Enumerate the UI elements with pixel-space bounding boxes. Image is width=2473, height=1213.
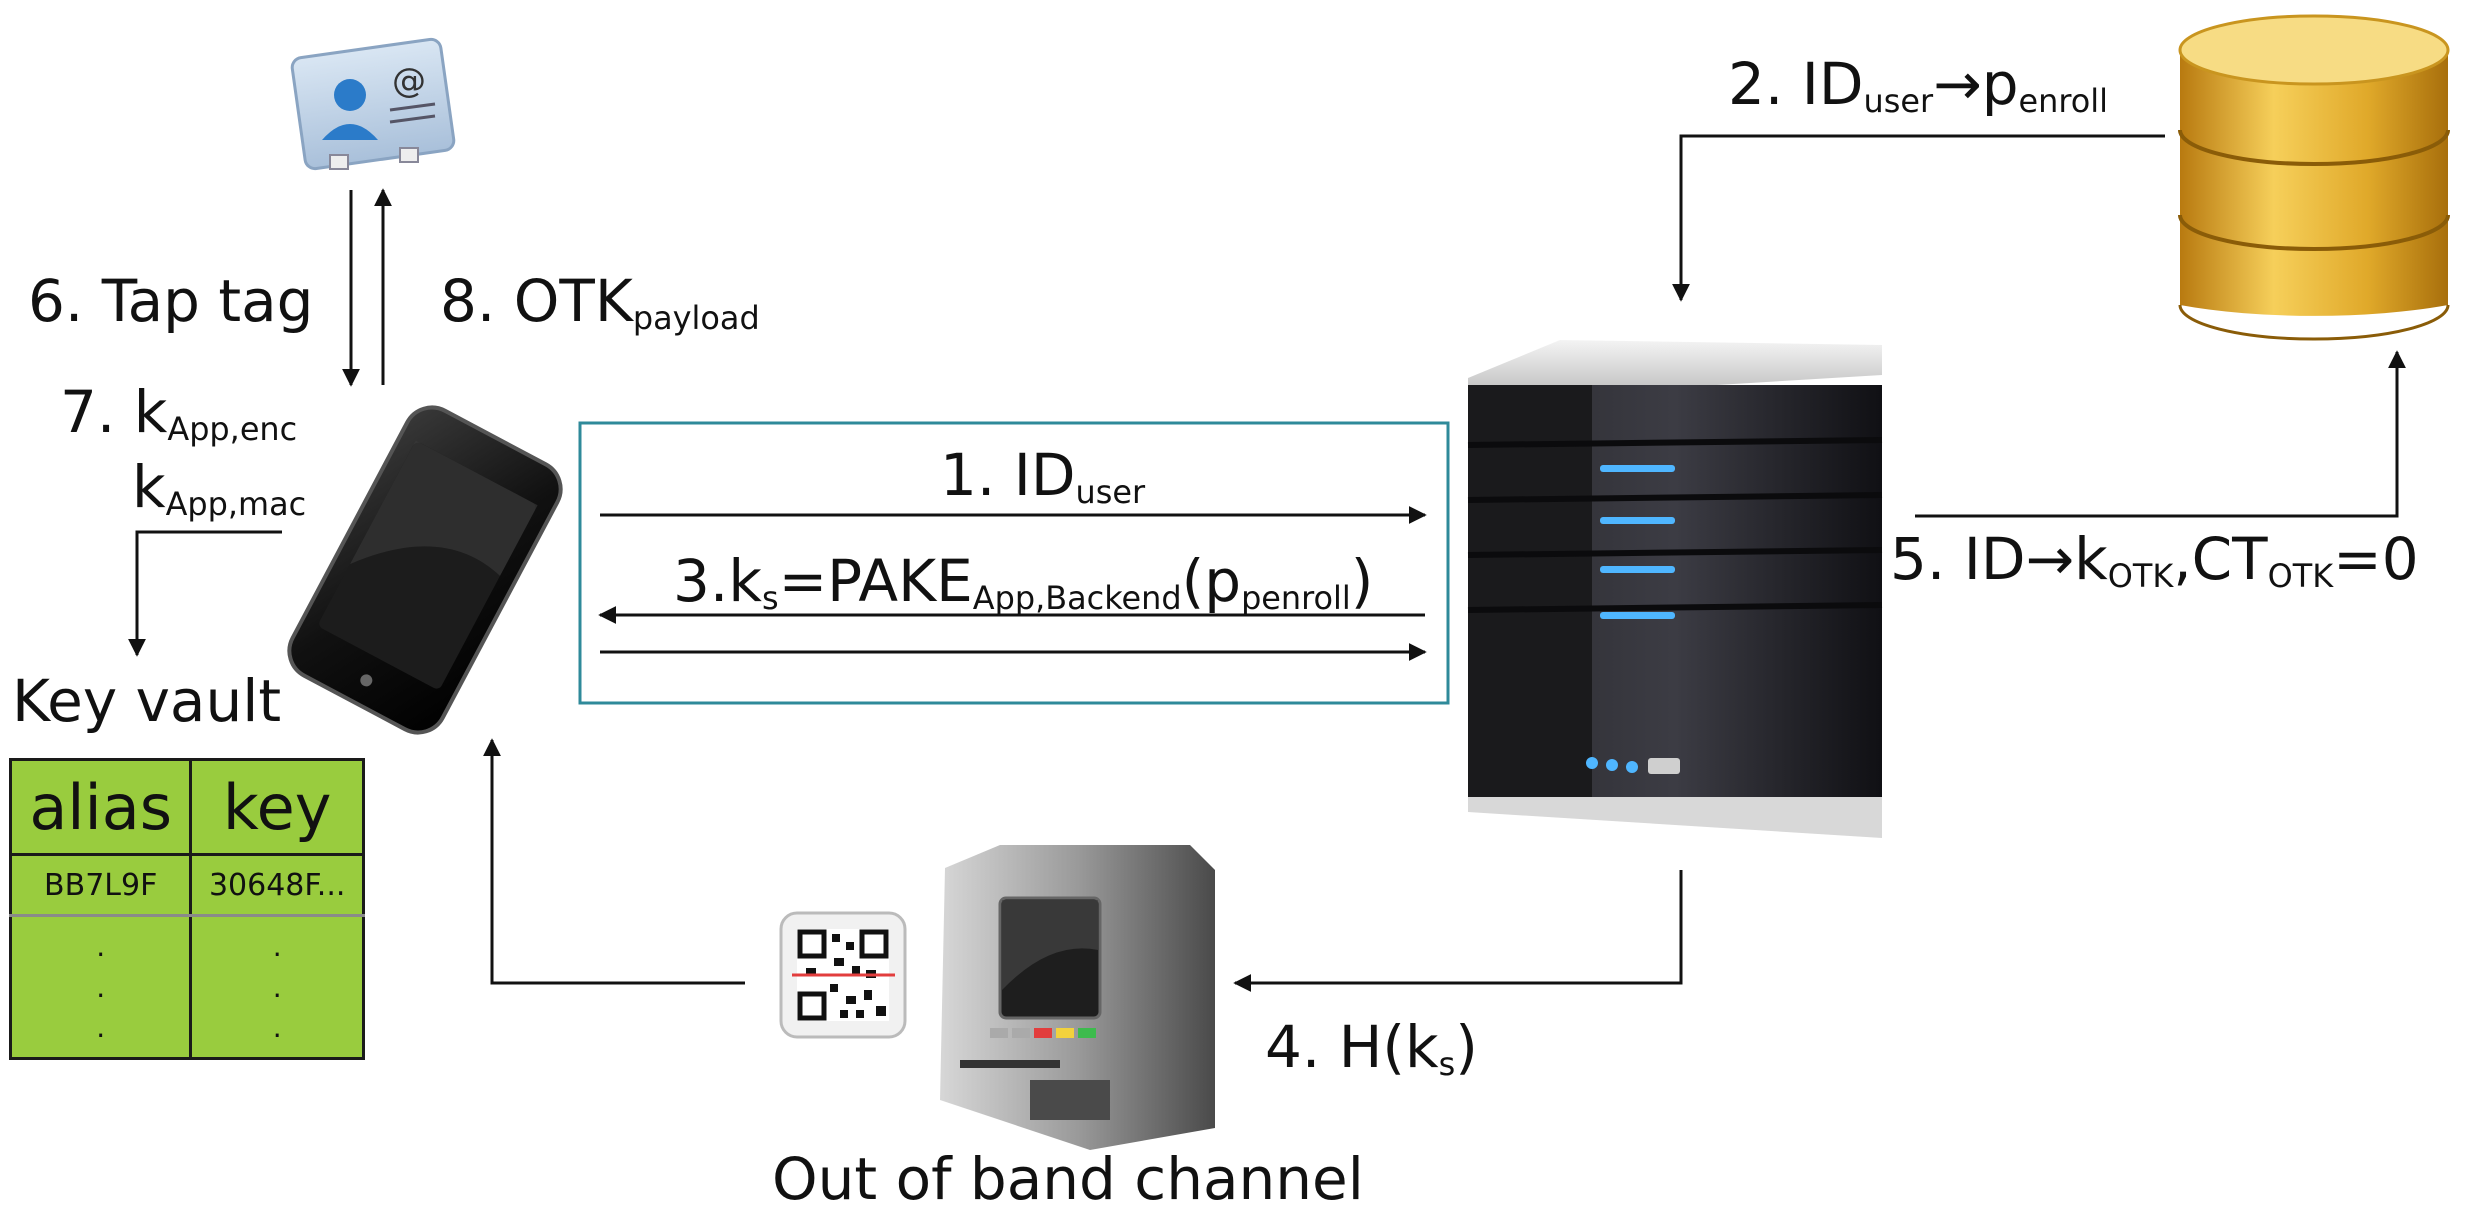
out-of-band-label: Out of band channel — [772, 1145, 1364, 1213]
alias-cell: BB7L9F — [8, 853, 193, 917]
svg-text:@: @ — [392, 61, 426, 101]
key-ellipsis: · · · — [189, 914, 365, 1060]
step4-arrow — [1233, 870, 1683, 992]
contact-card-icon: @ — [290, 37, 456, 171]
key-vault-table: alias key BB7L9F 30648F... · · · · · · — [8, 758, 365, 1060]
alias-ellipsis: · · · — [8, 914, 193, 1060]
step2-label: 2. IDuser→penroll — [1728, 50, 2109, 120]
out-of-band-arrow — [483, 738, 745, 985]
step5-arrow — [1915, 350, 2406, 518]
key-vault-arrow — [128, 530, 282, 657]
key-cell: 30648F... — [189, 853, 365, 917]
step6-label: 6. Tap tag — [28, 267, 314, 335]
table-row: BB7L9F 30648F... — [8, 853, 365, 917]
step5-label: 5. ID→kOTK,CTOTK=0 — [1890, 525, 2419, 595]
atm-terminal-icon — [940, 845, 1215, 1150]
step4-label: 4. H(ks) — [1265, 1013, 1478, 1083]
secure-channel-box — [578, 421, 1450, 705]
step7-label-line1: 7. kApp,enc — [60, 378, 298, 448]
column-header-key: key — [189, 758, 365, 856]
step7-label-line2: kApp,mac — [132, 453, 307, 523]
database-icon — [2178, 14, 2450, 341]
key-vault-title: Key vault — [12, 667, 282, 735]
server-icon — [1467, 340, 1883, 838]
step1-label: 1. IDuser — [940, 441, 1146, 511]
column-header-alias: alias — [8, 758, 193, 856]
step3-label: 3.ks=PAKEApp,Backend(ppenroll) — [673, 547, 1374, 617]
smartphone-icon — [287, 405, 563, 735]
step8-label: 8. OTKpayload — [440, 267, 760, 337]
table-row-ellipsis: · · · · · · — [8, 914, 365, 1060]
step2-arrow — [1672, 134, 2165, 302]
qr-code-icon — [779, 911, 907, 1039]
